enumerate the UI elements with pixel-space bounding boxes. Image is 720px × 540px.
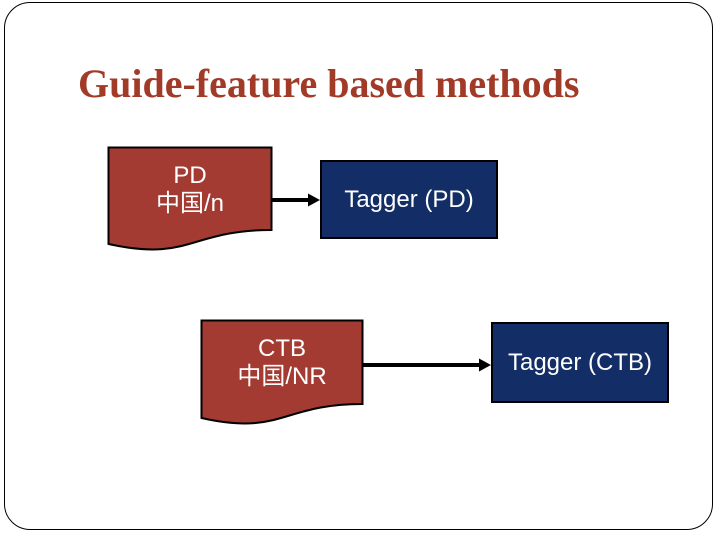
document-shape-ctb-outline <box>200 319 364 425</box>
slide-border <box>4 2 713 530</box>
slide-title: Guide-feature based methods <box>78 61 580 106</box>
tagger-pd-box: Tagger (PD) <box>320 160 498 239</box>
arrow-pd-to-tagger-icon <box>272 193 320 207</box>
arrow-ctb-to-tagger-icon <box>362 358 491 372</box>
tagger-ctb-box: Tagger (CTB) <box>491 322 669 403</box>
document-shape-pd-outline <box>107 146 273 251</box>
tagger-ctb-label: Tagger (CTB) <box>507 348 653 376</box>
document-shape-ctb: CTB 中国/NR <box>200 319 364 427</box>
tagger-pd-label: Tagger (PD) <box>344 185 474 213</box>
document-shape-pd: PD 中国/n <box>107 146 273 253</box>
